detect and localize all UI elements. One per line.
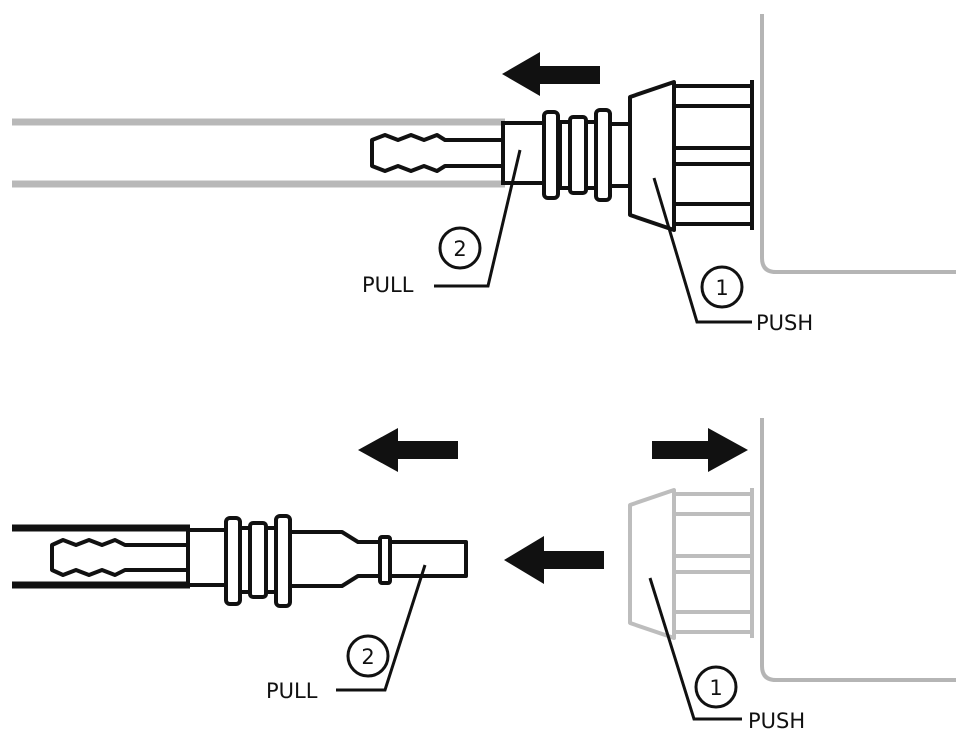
top-pull-callout: 2 PULL	[362, 149, 522, 297]
top-left-arrow	[502, 52, 600, 96]
bottom-callout-2-label: PULL	[266, 679, 318, 703]
bottom-upper-left-arrow	[358, 428, 458, 472]
top-hose	[12, 118, 505, 188]
bottom-o-ring	[378, 535, 392, 585]
top-callout-1-circle	[700, 265, 744, 309]
bottom-connector-body	[186, 528, 230, 587]
bottom-middle-left-arrow	[504, 536, 604, 584]
bottom-wall-outline	[760, 418, 956, 682]
bottom-callout-2-number: 2	[361, 645, 374, 669]
top-connector-body	[501, 121, 549, 185]
top-callout-1-number: 1	[715, 276, 728, 300]
bottom-callout-1-label: PUSH	[748, 709, 805, 733]
bottom-collar-fins-faded	[672, 488, 754, 638]
bottom-push-collar-faded	[628, 488, 676, 640]
bottom-callout-1-number: 1	[709, 676, 722, 700]
top-callout-1-label: PUSH	[756, 311, 813, 335]
top-collar-rings	[542, 108, 632, 202]
top-collar-fins	[672, 80, 754, 230]
top-barb-fitting	[370, 133, 505, 173]
bottom-push-callout: 1 PUSH	[648, 577, 805, 733]
bottom-right-arrow	[652, 428, 748, 472]
top-callout-2-circle	[438, 226, 482, 270]
bottom-panel: 2 PULL 1 PUSH	[12, 418, 956, 733]
top-panel: 2 PULL 1 PUSH	[12, 14, 956, 335]
bottom-callout-1-circle	[694, 665, 738, 709]
bottom-callout-2-circle	[346, 634, 390, 678]
bottom-barb-fitting	[50, 538, 190, 577]
bottom-pull-callout: 2 PULL	[266, 564, 427, 703]
bottom-collar-rings	[224, 514, 292, 608]
top-push-callout: 1 PUSH	[652, 177, 813, 335]
top-callout-2-label: PULL	[362, 273, 414, 297]
top-callout-2-number: 2	[453, 237, 466, 261]
bottom-hose	[12, 524, 190, 589]
top-wall-outline	[760, 14, 956, 274]
top-push-collar	[628, 80, 676, 232]
